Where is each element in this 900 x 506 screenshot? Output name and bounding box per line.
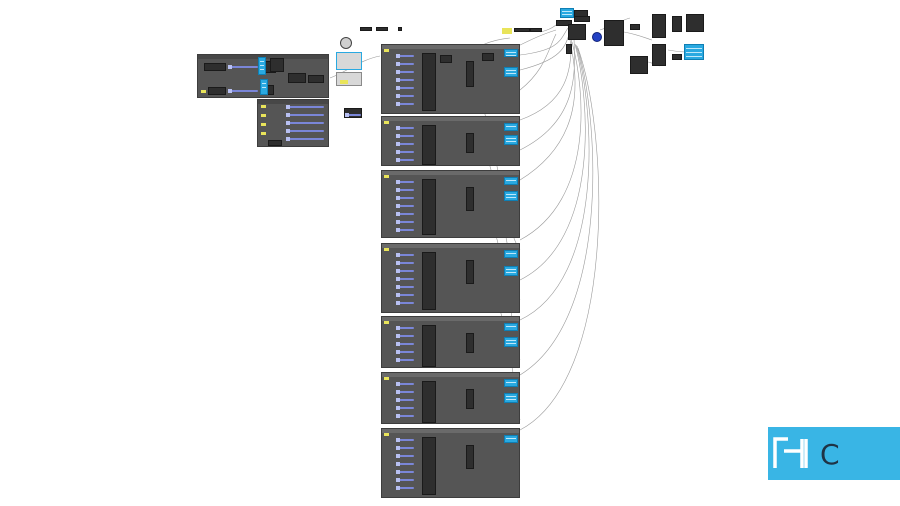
output-panel[interactable] [504,266,518,276]
component-node[interactable] [672,16,682,32]
component-node[interactable] [466,389,474,409]
component-node[interactable] [514,28,530,32]
logo-badge: C [768,427,900,480]
number-slider[interactable] [228,89,258,93]
number-slider[interactable] [286,121,324,125]
left-lower-group [257,99,329,147]
component-node[interactable] [422,179,436,235]
output-panel[interactable] [504,123,518,131]
component-node[interactable] [566,44,572,54]
component-node[interactable] [360,27,372,31]
component-node[interactable] [422,381,436,423]
component-node[interactable] [422,125,436,165]
component-node[interactable] [398,27,402,31]
component-node[interactable] [672,54,682,60]
note-marker [261,114,266,117]
output-panel[interactable] [504,67,518,77]
component-node[interactable] [652,44,666,66]
number-slider[interactable] [286,105,324,109]
component-node[interactable] [204,63,226,71]
number-slider[interactable] [286,137,324,141]
main-group-7 [381,428,520,498]
note-marker [201,90,206,93]
number-slider[interactable] [286,129,324,133]
component-node[interactable] [440,55,452,63]
component-node[interactable] [466,445,474,469]
note-marker [340,80,348,84]
component-node[interactable] [422,437,436,495]
main-group-5 [381,316,520,368]
component-node[interactable] [466,333,474,353]
output-panel[interactable] [504,379,518,387]
component-node[interactable] [530,28,542,32]
note-marker [261,132,266,135]
component-node[interactable] [376,27,388,31]
output-panel[interactable] [260,79,268,95]
logo-letter: C [820,438,840,471]
component-node[interactable] [344,108,362,118]
output-panel[interactable] [504,435,518,443]
component-node[interactable] [466,61,474,87]
note-marker [384,49,389,52]
component-node[interactable] [422,53,436,111]
component-node[interactable] [630,24,640,30]
number-slider[interactable] [228,65,258,69]
value-list[interactable] [336,52,362,70]
note-marker [261,123,266,126]
note-marker [502,28,512,34]
main-group-6 [381,372,520,424]
component-node[interactable] [466,133,474,153]
component-node[interactable] [604,20,624,46]
output-panel[interactable] [504,49,518,57]
component-node[interactable] [686,14,704,32]
main-group-3 [381,170,520,238]
component-node[interactable] [270,58,284,72]
component-node[interactable] [422,325,436,367]
number-slider[interactable] [286,113,324,117]
component-node[interactable] [568,24,586,40]
component-node[interactable] [574,16,590,22]
output-panel[interactable] [258,57,266,75]
component-node[interactable] [466,260,474,284]
component-node[interactable] [308,75,324,83]
number-slider[interactable] [345,113,361,117]
cluster-badge[interactable] [592,32,602,42]
output-panel[interactable] [504,337,518,347]
output-panel[interactable] [504,393,518,403]
gear-badge[interactable] [340,37,352,49]
component-node[interactable] [288,73,306,83]
output-panel[interactable] [504,177,518,185]
component-node[interactable] [652,14,666,38]
output-panel[interactable] [504,191,518,201]
main-group-1 [381,44,520,114]
th-monogram-icon: C [773,437,840,471]
output-panel[interactable] [560,8,574,18]
output-panel[interactable] [504,323,518,331]
left-group-cluster [197,54,329,98]
output-panel[interactable] [504,250,518,258]
note-marker [261,105,266,108]
component-node[interactable] [556,20,572,26]
component-node[interactable] [268,140,282,146]
main-group-2 [381,116,520,166]
component-node[interactable] [482,53,494,61]
component-node[interactable] [630,56,648,74]
component-node[interactable] [422,252,436,310]
component-node[interactable] [466,187,474,211]
output-panel[interactable] [684,44,704,60]
output-panel[interactable] [504,135,518,145]
component-node[interactable] [208,87,226,95]
main-group-4 [381,243,520,313]
